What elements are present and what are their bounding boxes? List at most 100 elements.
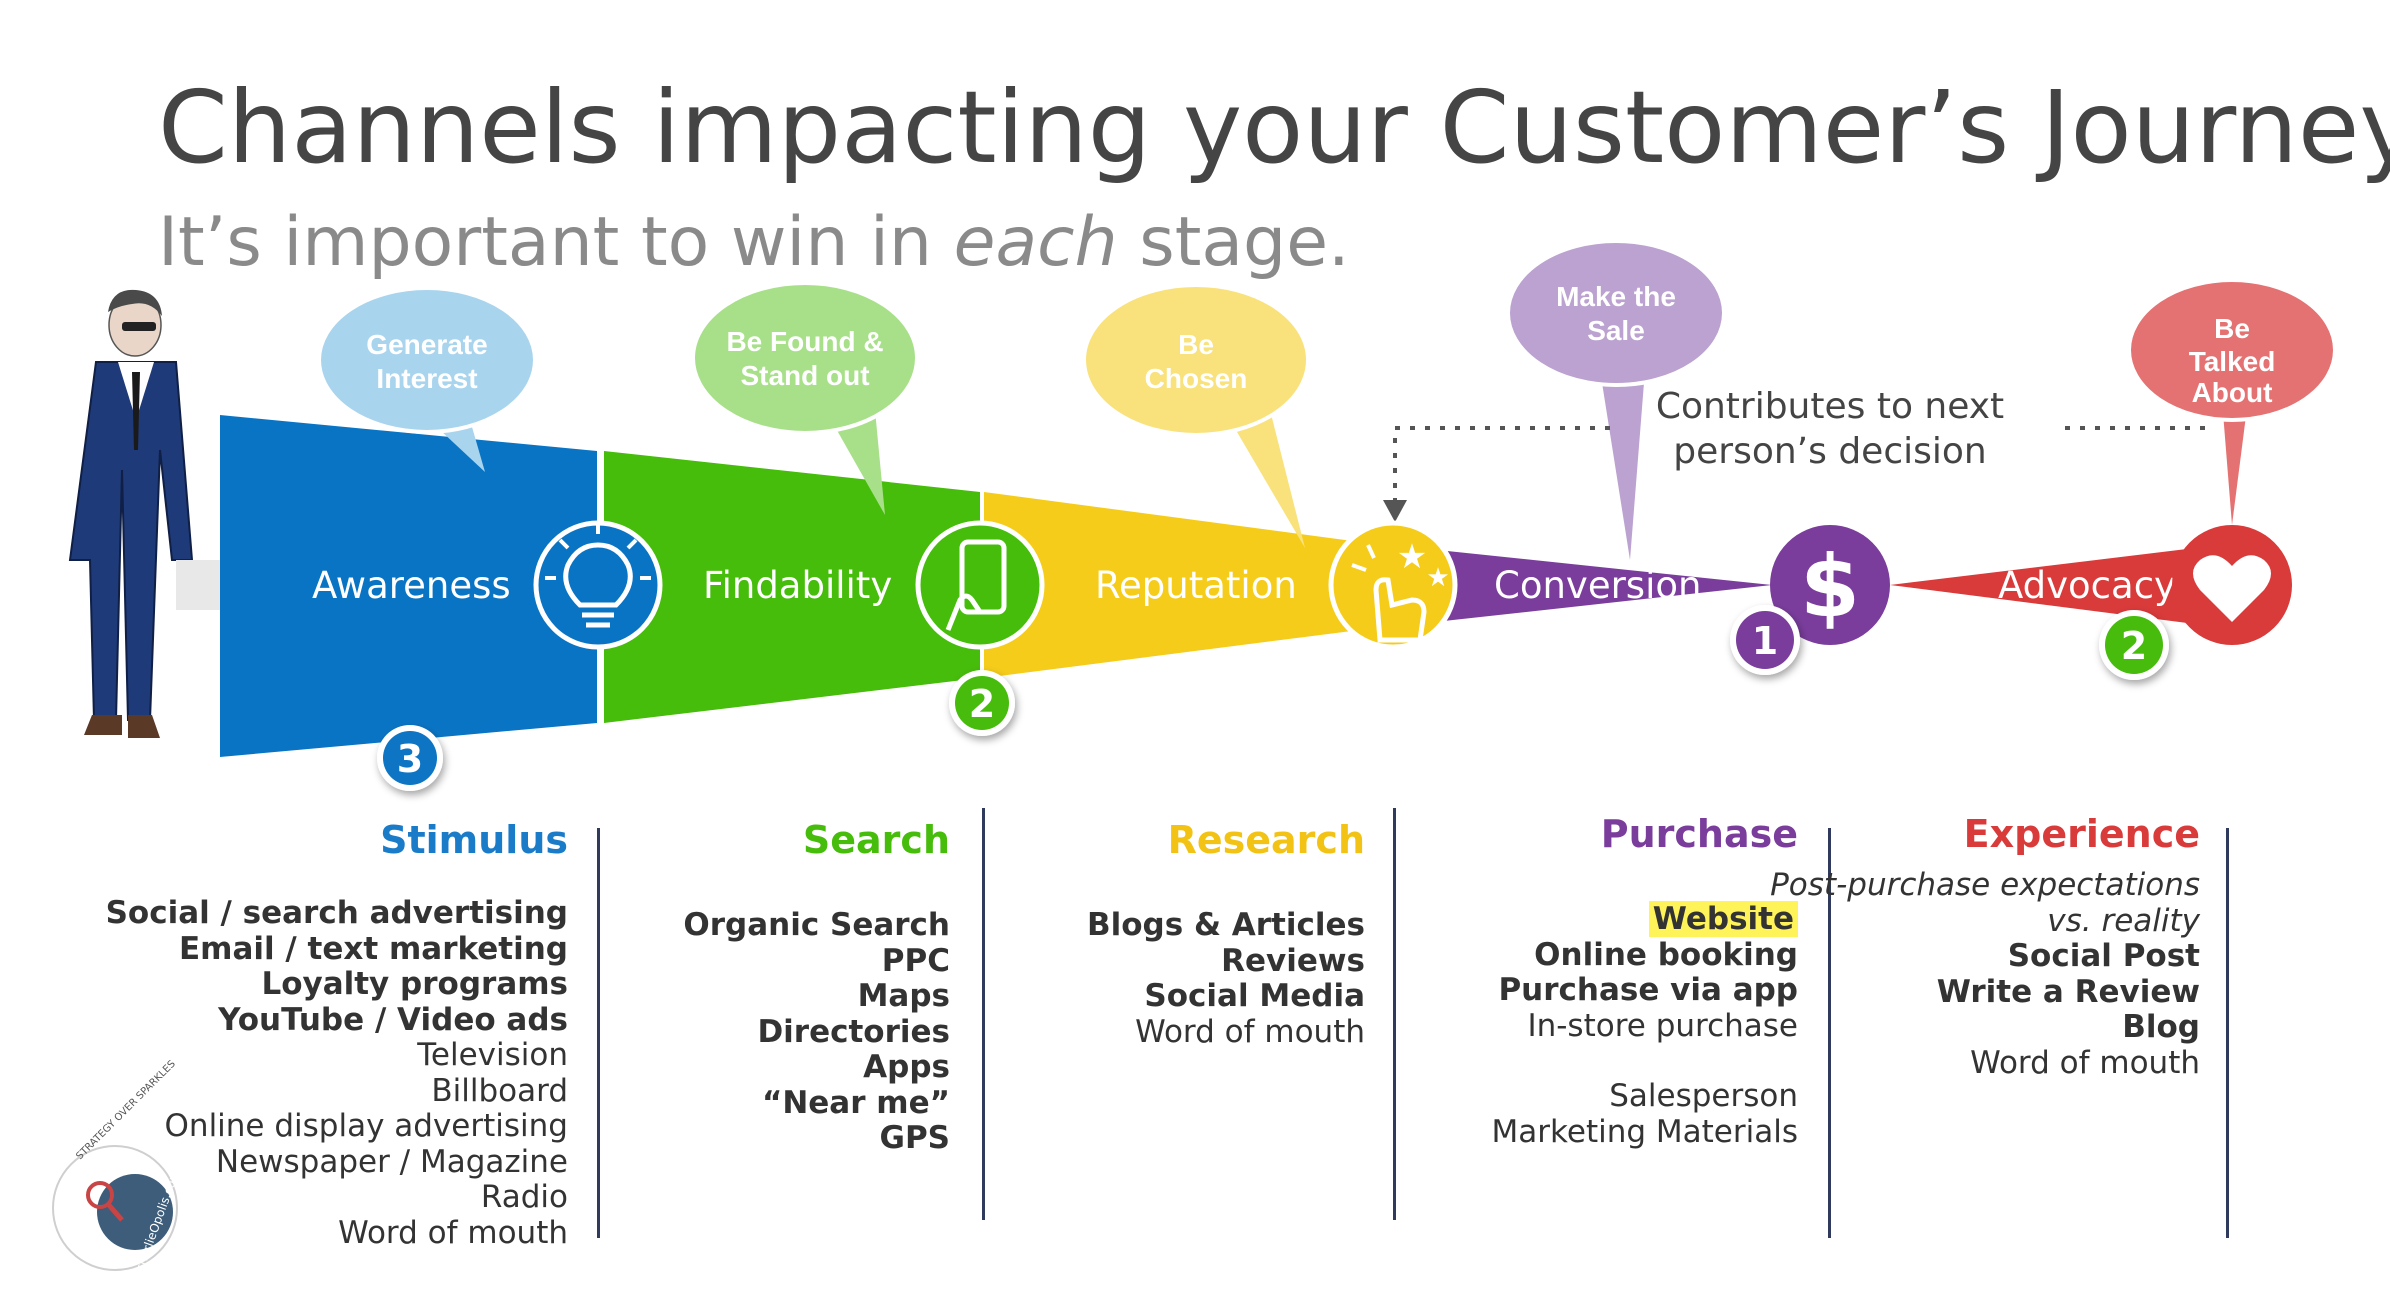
list-item: Website xyxy=(1492,901,1798,938)
stage-conversion-segment xyxy=(1380,544,1772,628)
list-item: Online display advertising xyxy=(164,1108,568,1144)
list-item: Newspaper / Magazine xyxy=(215,1143,568,1180)
column-header-purchase: Purchase xyxy=(1600,812,1798,856)
badge-search: 2 xyxy=(949,670,1015,736)
divider-3 xyxy=(1393,808,1396,1220)
column-header-stimulus: Stimulus xyxy=(380,818,568,862)
list-item: Maps xyxy=(857,978,950,1014)
bubble-be-chosen: Be Chosen xyxy=(1082,283,1310,548)
column-stimulus: Stimulus Social / search advertising Ema… xyxy=(106,818,568,1251)
bubble-line: Talked xyxy=(2189,346,2276,377)
bubble-be-found: Be Found & Stand out xyxy=(691,281,919,515)
list-item: Email / text marketing xyxy=(178,930,568,967)
column-header-experience: Experience xyxy=(1963,812,2200,856)
list-item: Salesperson xyxy=(1609,1078,1798,1114)
bubble-line: Generate xyxy=(366,329,487,360)
svg-text:★: ★ xyxy=(1426,563,1449,593)
stage-label-awareness: Awareness xyxy=(312,564,511,607)
list-item: Radio xyxy=(480,1179,568,1215)
badge-purchase: 1 xyxy=(1730,605,1800,675)
list-item: Loyalty programs xyxy=(261,966,568,1002)
bubble-line: Make the xyxy=(1556,281,1676,312)
list-item: Social Media xyxy=(1144,978,1365,1014)
svg-text:$: $ xyxy=(1800,537,1860,637)
list-item: YouTube / Video ads xyxy=(218,1001,568,1038)
svg-text:★: ★ xyxy=(1397,537,1427,577)
column-header-search: Search xyxy=(802,818,950,862)
bubble-line: Interest xyxy=(376,363,477,394)
list-item: Social / search advertising xyxy=(105,895,568,931)
bubble-make-the-sale: Make the Sale xyxy=(1506,239,1726,560)
column-purchase: Purchase Website Online booking Purchase… xyxy=(1492,812,1798,1150)
column-experience: Experience Post-purchase expectations vs… xyxy=(1770,812,2200,1081)
stage-label-advocacy: Advocacy xyxy=(1998,564,2176,607)
highlighted-item: Website xyxy=(1648,901,1798,937)
list-item: Directories xyxy=(757,1013,950,1050)
list-item: Write a Review xyxy=(1936,973,2200,1010)
stage-reputation-segment xyxy=(984,492,1375,678)
list-item: Social Post xyxy=(2007,938,2200,974)
bubble-line: Be xyxy=(1178,329,1214,360)
bubble-line: Be Found & xyxy=(726,326,883,357)
list-item: Post-purchase expectations xyxy=(1770,867,2200,903)
list-item: Reviews xyxy=(1221,942,1365,979)
list-item: In-store purchase xyxy=(1527,1007,1798,1044)
badge-number: 3 xyxy=(397,737,423,781)
bubble-line: Sale xyxy=(1587,315,1645,346)
lightbulb-icon xyxy=(533,520,663,650)
badge-number: 2 xyxy=(2121,624,2147,668)
contributes-note-line2: person’s decision xyxy=(1673,431,1986,472)
badge-stimulus: 3 xyxy=(377,725,443,791)
bubble-line: Stand out xyxy=(740,360,869,391)
list-item: Blog xyxy=(2122,1009,2200,1045)
list-item: Organic Search xyxy=(683,907,950,943)
stage-label-reputation: Reputation xyxy=(1095,564,1297,607)
badge-number: 2 xyxy=(969,682,995,726)
divider-5 xyxy=(2226,828,2229,1238)
list-item: Online booking xyxy=(1534,936,1798,973)
list-item: Blogs & Articles xyxy=(1086,907,1365,943)
list-item: Word of mouth xyxy=(1970,1044,2200,1081)
heart-icon xyxy=(2172,525,2292,645)
page-title: Channels impacting your Customer’s Journ… xyxy=(158,69,2390,186)
column-research: Research Blogs & Articles Reviews Social… xyxy=(1087,818,1365,1050)
list-item: “Near me” xyxy=(761,1084,950,1121)
divider-4 xyxy=(1828,828,1831,1238)
phone-tap-icon xyxy=(915,520,1045,650)
column-header-research: Research xyxy=(1167,818,1365,862)
list-item: Apps xyxy=(863,1049,950,1085)
bubble-be-talked-about: Be Talked About xyxy=(2127,278,2337,525)
list-item: Marketing Materials xyxy=(1491,1113,1798,1150)
bubble-line: Be xyxy=(2214,313,2250,344)
list-item: Word of mouth xyxy=(338,1214,568,1251)
stage-awareness-segment xyxy=(220,415,597,757)
page-subtitle: It’s important to win in each stage. xyxy=(158,203,1350,282)
stage-label-conversion: Conversion xyxy=(1494,564,1701,607)
list-item: PPC xyxy=(881,942,950,979)
bubble-line: Chosen xyxy=(1145,363,1248,394)
subtitle-emphasis: each xyxy=(954,203,1118,282)
column-search: Search Organic Search PPC Maps Directori… xyxy=(683,818,950,1157)
divider-1 xyxy=(597,828,600,1238)
stage-findability-segment xyxy=(604,451,980,723)
businessman-figure xyxy=(68,289,194,738)
list-item: Purchase via app xyxy=(1498,972,1798,1008)
contributes-note-line1: Contributes to next xyxy=(1656,386,2004,427)
subtitle-suffix: stage. xyxy=(1118,203,1350,282)
stage-advocacy-segment xyxy=(1890,548,2195,624)
bubble-line: About xyxy=(2192,377,2273,408)
list-item: GPS xyxy=(879,1120,951,1156)
badge-experience: 2 xyxy=(2099,610,2169,680)
list-item: Television xyxy=(417,1037,568,1073)
list-item: Word of mouth xyxy=(1135,1013,1365,1050)
badge-number: 1 xyxy=(1752,619,1778,663)
stage-label-findability: Findability xyxy=(703,564,892,607)
list-item: Billboard xyxy=(431,1072,568,1109)
feedback-dotted-arrow xyxy=(1383,426,2205,522)
divider-2 xyxy=(982,808,985,1220)
list-item: vs. reality xyxy=(2047,902,2200,939)
bubble-generate-interest: Generate Interest xyxy=(317,286,537,472)
click-stars-icon: ★ ★ xyxy=(1328,520,1458,650)
dollar-icon: $ xyxy=(1770,525,1890,645)
